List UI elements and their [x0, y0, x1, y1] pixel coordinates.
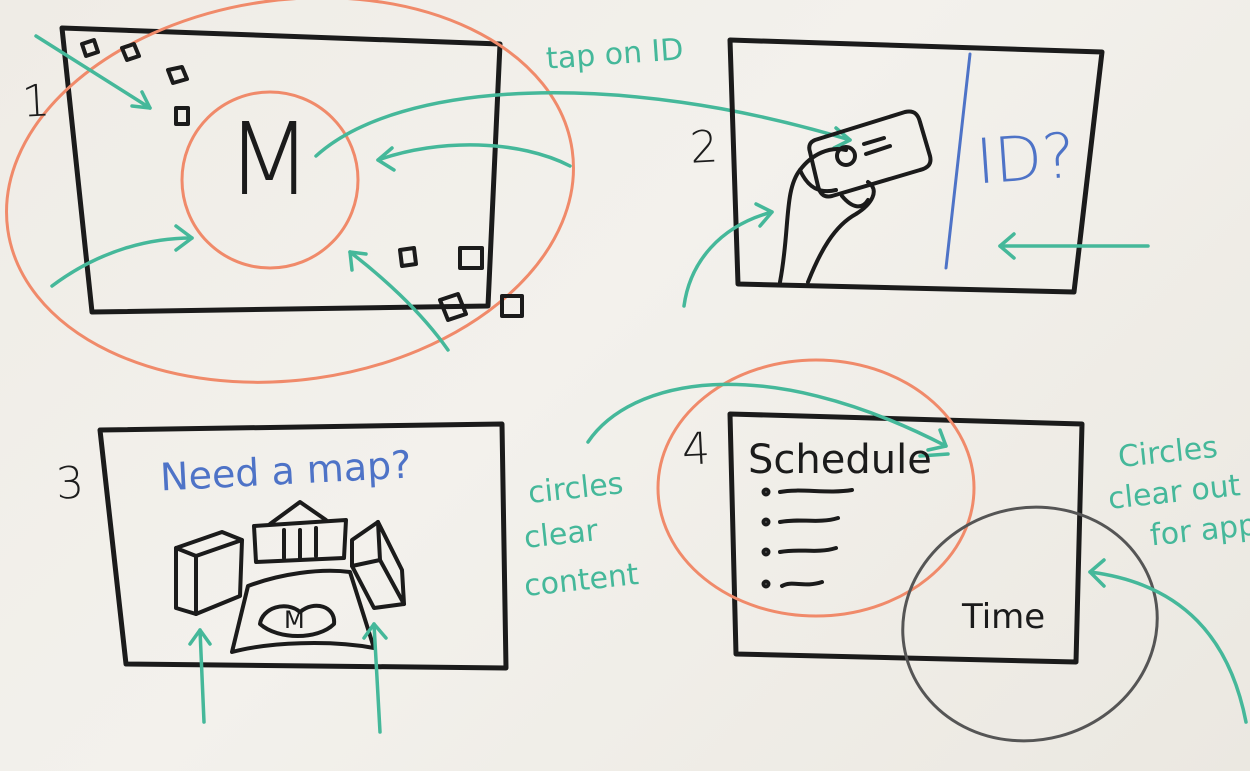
scattered-squares	[80, 38, 524, 322]
panel-2-divider	[944, 52, 972, 270]
panel-4-orange-circle	[656, 358, 976, 618]
panel-4-teal-arrows	[586, 382, 1248, 724]
schedule-bullet-icon	[761, 487, 854, 589]
panel-3-frame	[97, 421, 509, 671]
panel-4-time-label: Time	[962, 597, 1046, 637]
panel-2-number: 2	[688, 121, 720, 174]
hand-icon	[778, 147, 876, 284]
panel-3-teal-arrows	[188, 622, 388, 734]
panel-4-title: Schedule	[748, 437, 932, 483]
panel-1-frame	[59, 25, 503, 315]
panel-1-logo: M	[226, 101, 313, 218]
panel-1-small-orange-circle	[180, 90, 360, 270]
panel-1-number: 1	[20, 75, 52, 128]
panel-3-logo: M	[284, 606, 305, 634]
panel-2-question: ID?	[973, 118, 1078, 199]
panel-4-number: 4	[680, 423, 712, 476]
note-circles-line-2: clear	[522, 513, 600, 556]
panel-1-teal-arrows	[34, 34, 852, 352]
panel-2-teal-arrows	[682, 202, 1150, 308]
id-card-icon	[807, 109, 933, 199]
panel-4-frame	[727, 411, 1085, 665]
panel-1-big-orange-circle	[5, 0, 575, 384]
building-icon	[174, 500, 406, 654]
panel-2-frame	[727, 37, 1105, 295]
panel-3-number: 3	[54, 457, 86, 510]
